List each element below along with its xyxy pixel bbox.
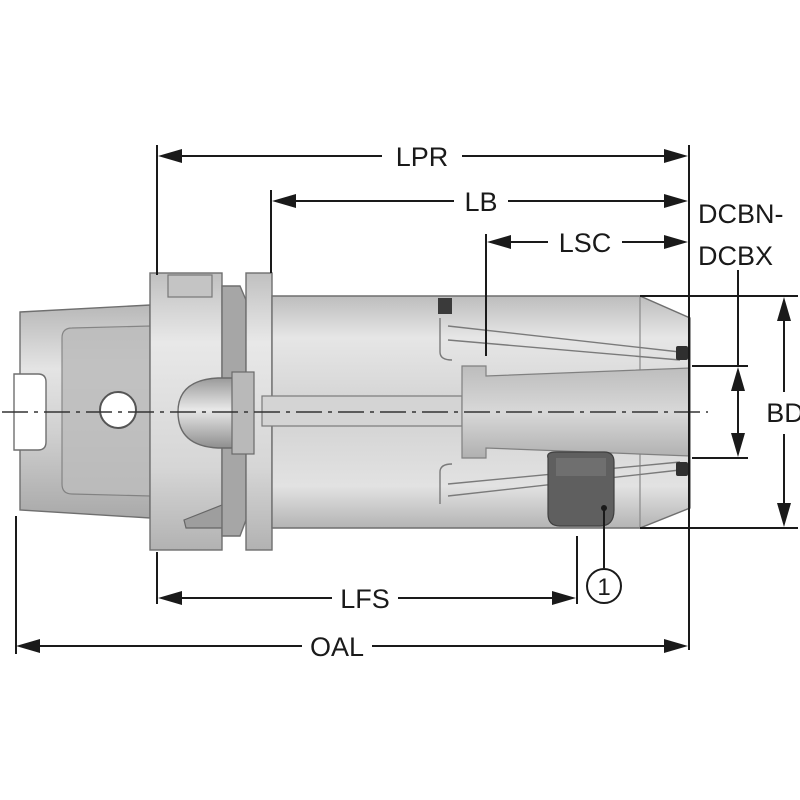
label-bd: BD	[766, 398, 800, 428]
dim-lpr-arrow-right	[664, 149, 688, 163]
cross-hole	[99, 391, 137, 429]
retention-stud	[231, 371, 255, 455]
ball-head	[177, 377, 239, 449]
label-lfs: LFS	[340, 584, 390, 614]
dim-oal-arrow-left	[16, 639, 40, 653]
label-oal: OAL	[310, 632, 364, 662]
collet-taper-ends	[439, 318, 453, 504]
collet-key-bottom	[676, 462, 688, 476]
label-dcbn: DCBN-	[698, 199, 784, 229]
label-lpr: LPR	[396, 142, 449, 172]
callout-number: 1	[597, 574, 610, 601]
dim-bd-arrow-top	[777, 297, 791, 321]
dim-lb-arrow-left	[272, 194, 296, 208]
dim-lb-arrow-right	[664, 194, 688, 208]
dim-bd-arrow-bottom	[777, 503, 791, 527]
flange-notch-top	[167, 274, 213, 298]
callout-circle	[586, 568, 622, 604]
tool-holder-part	[2, 272, 708, 551]
dim-lfs-arrow-left	[158, 591, 182, 605]
shank-drive-slot	[13, 373, 47, 451]
dim-dcbn-arrow-top	[731, 367, 745, 391]
dimension-labels: LPR LB LSC DCBN- DCBX BD LFS OAL	[310, 142, 800, 662]
dimension-lines	[16, 149, 791, 653]
draw-bar	[261, 395, 463, 427]
dim-lpr-arrow-left	[158, 149, 182, 163]
extension-lines	[15, 145, 798, 654]
callout-1: 1	[586, 568, 622, 604]
collet-key-top	[676, 346, 688, 360]
label-lb: LB	[464, 187, 497, 217]
dim-dcbn-arrow-bottom	[731, 433, 745, 457]
dim-oal-arrow-right	[664, 639, 688, 653]
screw-pocket-shade	[556, 458, 606, 476]
collet-seat-top	[438, 298, 452, 314]
dim-lsc-arrow-right	[664, 235, 688, 249]
dim-lsc-arrow-left	[487, 235, 511, 249]
dim-lfs-arrow-right	[552, 591, 576, 605]
label-lsc: LSC	[559, 228, 612, 258]
label-dcbx: DCBX	[698, 241, 773, 271]
